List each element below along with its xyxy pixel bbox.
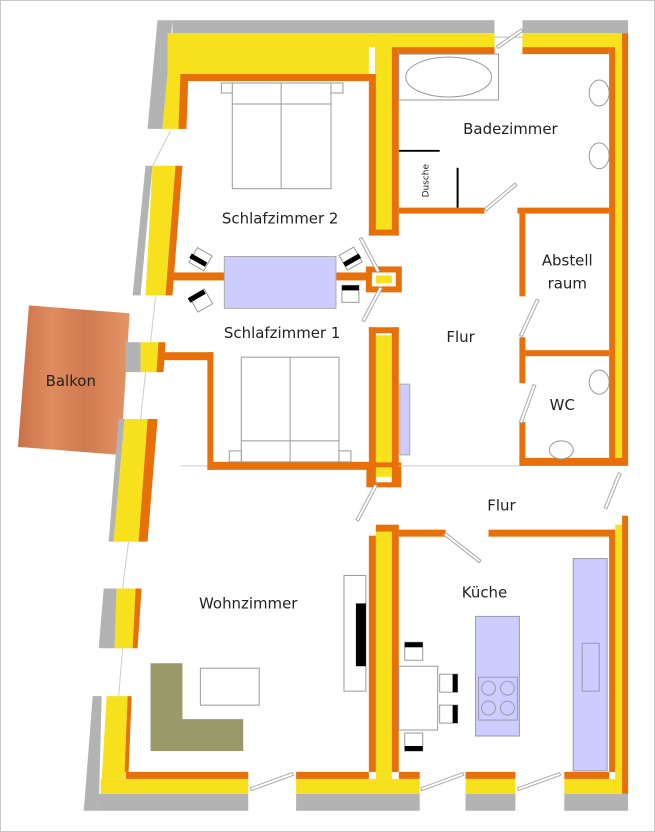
label-wc: WC bbox=[550, 396, 575, 414]
wardrobe bbox=[223, 255, 337, 309]
label-flur-lower: Flur bbox=[487, 497, 516, 515]
insulation bbox=[100, 33, 629, 794]
cooktop-burners bbox=[481, 680, 515, 716]
label-balkon: Balkon bbox=[46, 372, 96, 390]
outer-walls bbox=[83, 20, 629, 811]
balcony bbox=[17, 305, 130, 455]
label-schlafzimmer-1: Schlafzimmer 1 bbox=[224, 324, 340, 342]
label-abstellraum-2: raum bbox=[548, 274, 587, 292]
kitchen-counter bbox=[572, 558, 608, 772]
hall-cabinet bbox=[399, 383, 411, 456]
sofa bbox=[150, 663, 244, 751]
bathroom-fixtures bbox=[398, 79, 610, 460]
bed-schlafzimmer-1 bbox=[228, 356, 352, 463]
label-wohnzimmer: Wohnzimmer bbox=[199, 594, 298, 612]
doors-windows[interactable] bbox=[118, 28, 622, 792]
bathtub bbox=[398, 53, 499, 101]
label-flur-upper: Flur bbox=[446, 328, 475, 346]
label-badezimmer: Badezimmer bbox=[463, 120, 558, 138]
bed-schlafzimmer-2 bbox=[220, 82, 344, 190]
nightstands-lamps bbox=[187, 246, 363, 313]
label-dusche: Dusche bbox=[422, 164, 432, 198]
kitchen-island bbox=[475, 615, 520, 737]
label-abstellraum-1: Abstell bbox=[542, 251, 593, 269]
label-schlafzimmer-2: Schlafzimmer 2 bbox=[222, 210, 338, 228]
dining-table bbox=[398, 641, 459, 752]
coffee-table bbox=[199, 667, 260, 706]
label-kueche: Küche bbox=[462, 583, 507, 601]
room-labels: Schlafzimmer 2 Schlafzimmer 1 Badezimmer… bbox=[46, 120, 593, 613]
tv-unit bbox=[343, 575, 367, 692]
